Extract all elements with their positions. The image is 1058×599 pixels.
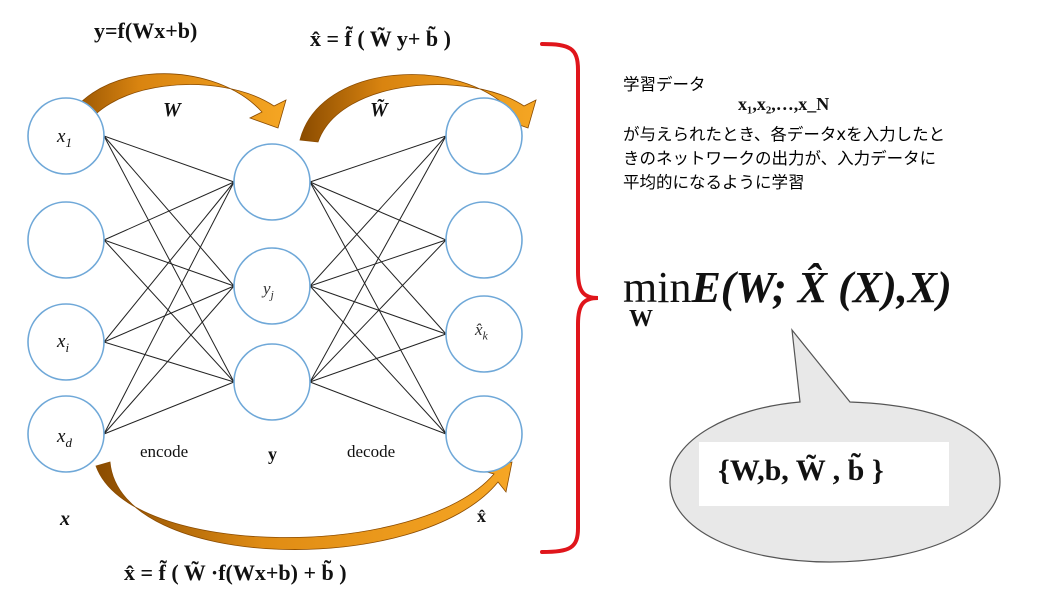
edge-hidden-node-2-output-node-2 [309,333,447,383]
output-node-0 [445,97,523,175]
input-node-0 [27,97,105,175]
edge-hidden-node-1-output-node-3 [309,285,447,435]
edge-input-node-3-hidden-node-1 [103,285,235,435]
right-brace [540,42,599,554]
description-line3: きのネットワークの出力が、入力データに [623,149,937,168]
node-label-xd: xd [57,426,72,450]
network-nodes [27,97,523,473]
min-operator: min [623,263,692,312]
edge-input-node-1-hidden-node-2 [103,239,235,383]
hidden-node-1 [233,247,311,325]
edge-hidden-node-1-output-node-0 [309,135,447,287]
full-autoencoder-equation: x̂ = f̃ ( W̃ ·f(Wx+b) + b̃ ) [124,560,347,585]
input-node-1 [27,201,105,279]
encoder-equation: y=f(Wx+b) [94,18,198,43]
edge-hidden-node-1-output-node-2 [309,285,447,335]
parameter-set: {W,b, W̃ , b̃ } [718,454,884,487]
edge-input-node-2-hidden-node-2 [103,341,235,383]
edge-input-node-0-hidden-node-0 [103,135,235,183]
input-layer-label: x [60,508,70,530]
node-label-x1: x1 [57,126,72,150]
edge-input-node-1-hidden-node-1 [103,239,235,287]
description-line1: 学習データ [623,75,706,94]
objective-expression: minE(W; X̂ (X),X) W [623,262,952,332]
edge-hidden-node-2-output-node-0 [309,135,447,383]
weight-label-w: W [163,99,181,121]
input-node-3 [27,395,105,473]
hidden-node-2 [233,343,311,421]
edge-input-node-0-hidden-node-2 [103,135,235,383]
edge-hidden-node-2-output-node-1 [309,239,447,383]
training-data-set: x₁,x₂,…,x_N [738,94,830,114]
output-node-2 [445,295,523,373]
output-layer-label: x̂ [477,506,486,526]
weight-label-w-tilde: W̃ [370,99,388,121]
edge-hidden-node-2-output-node-3 [309,381,447,435]
edge-input-node-3-hidden-node-0 [103,181,235,435]
edge-input-node-1-hidden-node-0 [103,181,235,241]
output-node-1 [445,201,523,279]
node-label-yj: yj [263,279,274,302]
edge-hidden-node-0-output-node-0 [309,135,447,183]
description-line4: 平均的になるように学習 [623,173,805,192]
edge-hidden-node-0-output-node-3 [309,181,447,435]
network-edges [103,135,447,435]
output-node-3 [445,395,523,473]
hidden-node-0 [233,143,311,221]
reconstruction-arc-arrow [95,461,513,550]
objective-function: E(W; X̂ (X),X) [691,263,952,312]
node-label-xi: xi [57,331,70,355]
encode-label: encode [140,442,189,461]
decoder-equation: x̂ = f̃ ( W̃ y+ b̃ ) [310,26,451,51]
edge-hidden-node-1-output-node-1 [309,239,447,287]
decode-arc-arrow [299,74,537,143]
node-label-xk-hat: x̂k [475,320,488,343]
decode-label: decode [347,442,396,461]
encode-arc-arrow [59,73,287,141]
description-line2: が与えられたとき、各データxを入力したと [623,125,946,144]
min-subscript: W [629,306,653,332]
edge-input-node-3-hidden-node-2 [103,381,235,435]
input-node-2 [27,303,105,381]
edge-input-node-2-hidden-node-0 [103,181,235,343]
edge-input-node-2-hidden-node-1 [103,285,235,343]
bubble-param-box [699,442,949,506]
hidden-layer-label: y [268,444,277,464]
